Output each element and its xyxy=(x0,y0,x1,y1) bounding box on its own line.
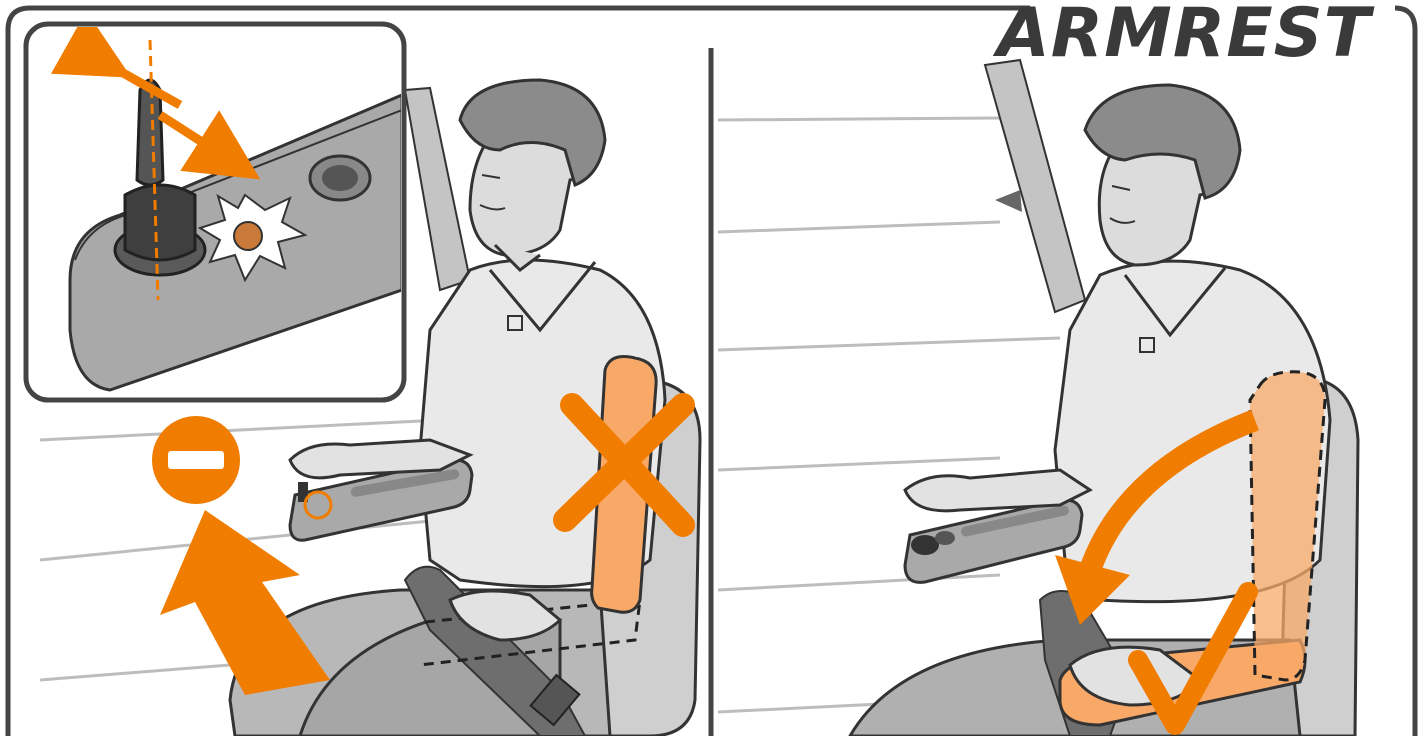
no-entry-icon xyxy=(152,416,240,504)
person-head xyxy=(460,80,605,270)
right-panel xyxy=(718,60,1358,736)
page-title: ARMREST xyxy=(997,0,1371,74)
joystick-detail-inset xyxy=(26,24,404,400)
person-head-right xyxy=(1085,85,1240,265)
left-panel xyxy=(26,24,700,736)
